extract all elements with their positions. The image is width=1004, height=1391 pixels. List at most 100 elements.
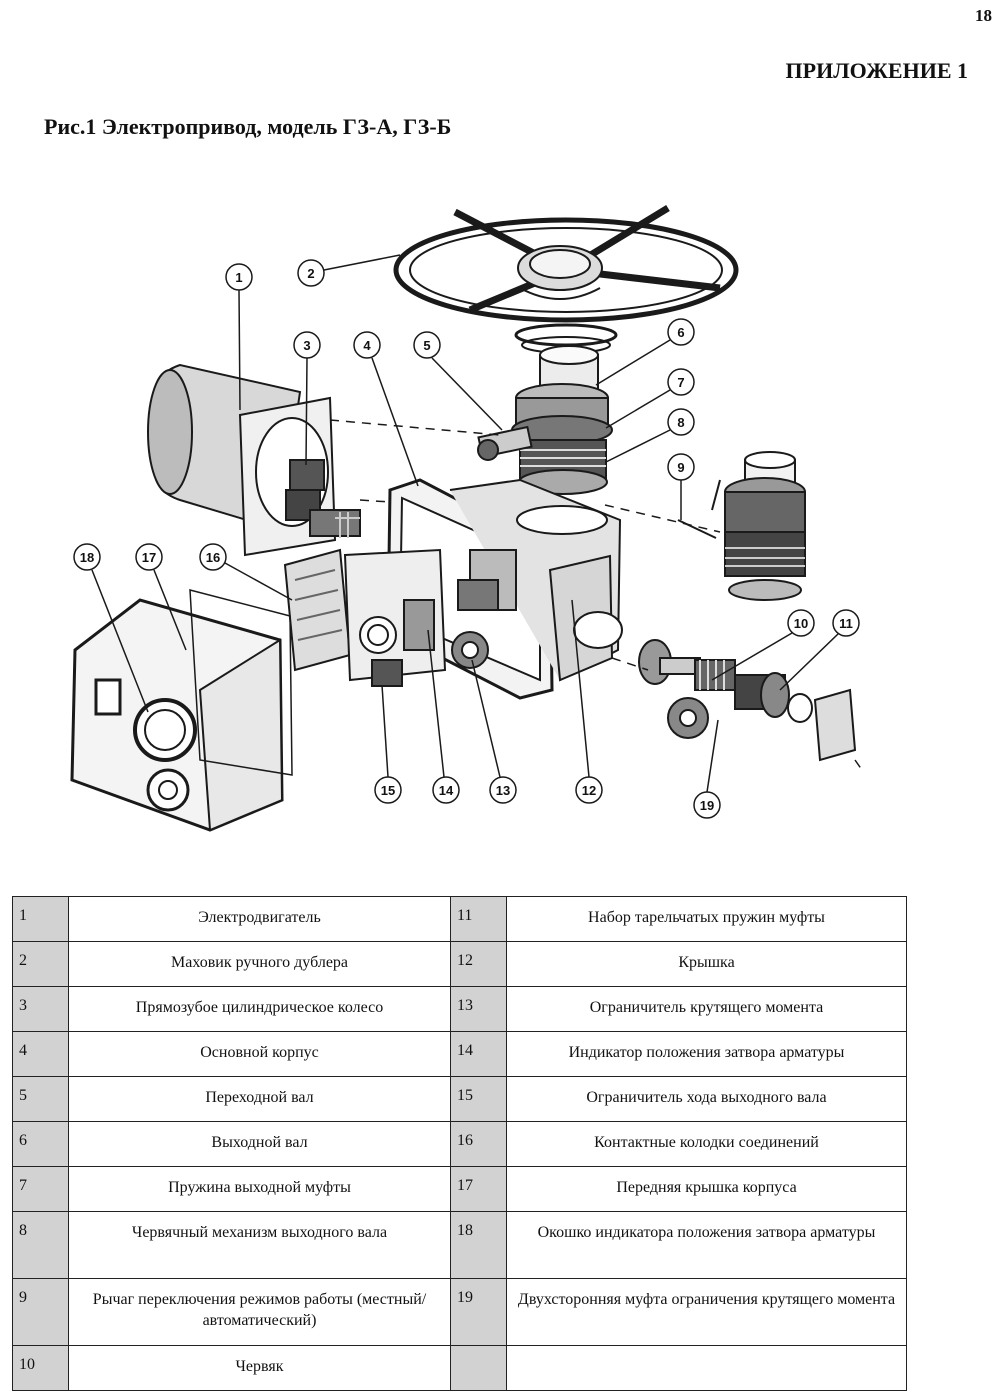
left-part-name: Выходной вал	[68, 1121, 451, 1167]
left-part-number: 3	[12, 986, 69, 1032]
left-part-name: Прямозубое цилиндрическое колесо	[68, 986, 451, 1032]
callout-9-label: 9	[677, 460, 684, 475]
callout-19-label: 19	[700, 798, 714, 813]
right-part-name: Крышка	[506, 941, 907, 987]
callout-17-label: 17	[142, 550, 156, 565]
right-part-name: Ограничитель крутящего момента	[506, 986, 907, 1032]
right-part-number: 19	[450, 1278, 507, 1346]
callout-15: 15	[374, 684, 402, 804]
left-part-number: 5	[12, 1076, 69, 1122]
callout-12-label: 12	[582, 783, 596, 798]
callout-18-label: 18	[80, 550, 94, 565]
output-shaft-drawing	[511, 345, 613, 495]
front-cover-drawing	[70, 589, 293, 832]
left-part-number: 1	[12, 896, 69, 942]
callouts: 1 2 3 4 5 6 7 8 9 10 11 12 13 14 15 16 1…	[73, 254, 860, 819]
callout-10: 10	[711, 609, 815, 681]
right-part-name: Контактные колодки соединений	[506, 1121, 907, 1167]
left-part-name: Электродвигатель	[68, 896, 451, 942]
right-part-number: 13	[450, 986, 507, 1032]
callout-16: 16	[199, 543, 293, 601]
callout-14-label: 14	[439, 783, 454, 798]
left-part-name: Основной корпус	[68, 1031, 451, 1077]
callout-16-label: 16	[206, 550, 220, 565]
callout-5-label: 5	[423, 338, 430, 353]
worm-coupling-drawing	[638, 639, 857, 762]
left-part-name: Червяк	[68, 1345, 451, 1391]
right-part-number: 18	[450, 1211, 507, 1279]
callout-11: 11	[779, 609, 860, 691]
callout-17: 17	[135, 543, 187, 651]
left-part-name: Маховик ручного дублера	[68, 941, 451, 987]
exploded-view-diagram: 1 2 3 4 5 6 7 8 9 10 11 12 13 14 15 16 1…	[0, 160, 1004, 850]
callout-13-label: 13	[496, 783, 510, 798]
callout-15-label: 15	[381, 783, 395, 798]
right-part-number: 17	[450, 1166, 507, 1212]
callout-7-label: 7	[677, 375, 684, 390]
callout-6: 6	[595, 318, 695, 386]
callout-13: 13	[471, 659, 517, 804]
left-part-name: Рычаг переключения режимов работы (местн…	[68, 1278, 451, 1346]
callout-19: 19	[693, 719, 721, 819]
callout-8: 8	[605, 408, 695, 463]
right-part-number: 14	[450, 1031, 507, 1077]
callout-9: 9	[667, 453, 695, 520]
callout-14: 14	[427, 629, 460, 804]
left-part-name: Червячный механизм выходного вала	[68, 1211, 451, 1279]
adapter-shaft-drawing	[477, 425, 533, 461]
callout-8-label: 8	[677, 415, 684, 430]
right-part-name	[506, 1345, 907, 1391]
right-part-name: Окошко индикатора положения затвора арма…	[506, 1211, 907, 1279]
callout-2-label: 2	[307, 266, 314, 281]
callout-5: 5	[413, 331, 503, 431]
callout-3-label: 3	[303, 338, 310, 353]
right-part-number: 11	[450, 896, 507, 942]
callout-1: 1	[225, 263, 253, 411]
right-part-number: 15	[450, 1076, 507, 1122]
left-part-name: Пружина выходной муфты	[68, 1166, 451, 1212]
figure-title: Рис.1 Электропривод, модель ГЗ-А, ГЗ-Б	[44, 114, 452, 139]
callout-7: 7	[605, 368, 695, 429]
callout-10-label: 10	[794, 616, 808, 631]
page-number: 18	[975, 6, 992, 25]
callout-3: 3	[293, 331, 321, 466]
left-part-number: 4	[12, 1031, 69, 1077]
callout-4: 4	[353, 331, 419, 487]
left-part-name: Переходной вал	[68, 1076, 451, 1122]
right-part-name: Ограничитель хода выходного вала	[506, 1076, 907, 1122]
right-part-name: Набор тарельчатых пружин муфты	[506, 896, 907, 942]
left-part-number: 10	[12, 1345, 69, 1391]
left-part-number: 8	[12, 1211, 69, 1279]
callout-2: 2	[297, 254, 401, 287]
callout-6-label: 6	[677, 325, 684, 340]
callout-4-label: 4	[363, 338, 371, 353]
right-part-number: 16	[450, 1121, 507, 1167]
callout-1-label: 1	[235, 270, 242, 285]
callout-18: 18	[73, 543, 149, 713]
appendix-heading: ПРИЛОЖЕНИЕ 1	[785, 58, 968, 83]
right-part-number	[450, 1345, 507, 1391]
right-part-name: Индикатор положения затвора арматуры	[506, 1031, 907, 1077]
right-part-name: Передняя крышка корпуса	[506, 1166, 907, 1212]
left-part-number: 6	[12, 1121, 69, 1167]
selector-lever-drawing	[677, 451, 806, 601]
alignment-lines	[329, 419, 863, 771]
motor-drawing	[147, 363, 361, 557]
terminal-blocks-drawing	[283, 548, 489, 687]
callout-12: 12	[571, 599, 603, 804]
left-part-number: 7	[12, 1166, 69, 1212]
left-part-number: 9	[12, 1278, 69, 1346]
left-part-number: 2	[12, 941, 69, 987]
right-part-name: Двухсторонняя муфта ограничения крутящег…	[506, 1278, 907, 1346]
